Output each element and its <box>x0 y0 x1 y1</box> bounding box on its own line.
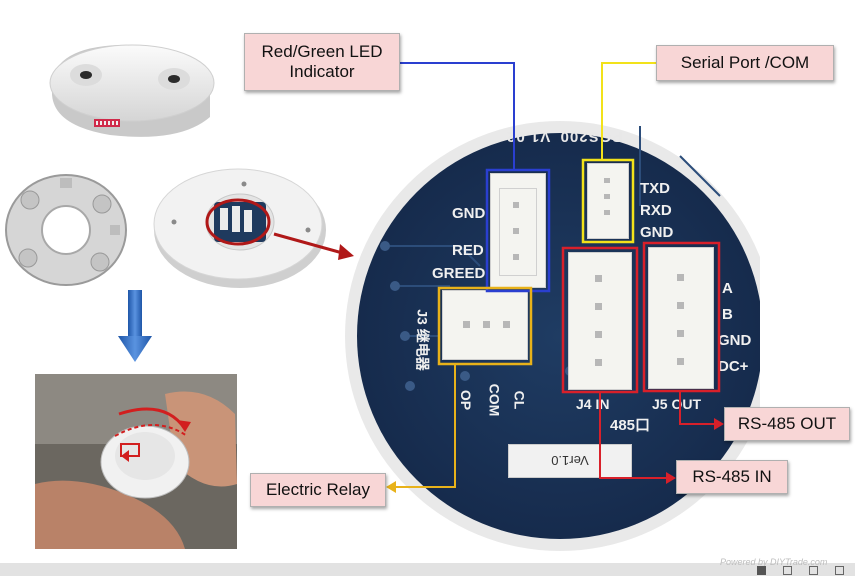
callout-rs485-in: RS-485 IN <box>676 460 788 494</box>
pcb-com-gnd: GND <box>640 224 674 241</box>
pcb-board <box>345 121 760 551</box>
relay-connector <box>442 290 528 360</box>
pcb-out-a: A <box>722 280 733 297</box>
bottom-bar <box>0 563 855 576</box>
pcb-out-label: J5 OUT <box>652 396 702 412</box>
callout-electric-relay: Electric Relay <box>250 473 386 507</box>
pcb-led-greed: GREED <box>432 265 486 282</box>
rs485-in-connector <box>568 252 632 390</box>
down-arrow-icon <box>118 290 152 362</box>
toolbar-icon[interactable] <box>757 566 766 575</box>
installation-photo <box>35 374 237 549</box>
pcb-in-label: J4 IN <box>576 396 610 412</box>
page-icon[interactable] <box>835 566 844 575</box>
callout-led-indicator: Red/Green LED Indicator <box>244 33 400 91</box>
pcb-com-txd: TXD <box>640 180 670 197</box>
pcb-485-port: 485口 <box>610 417 651 434</box>
page-icon[interactable] <box>783 566 792 575</box>
pcb-out-gnd: GND <box>718 332 752 349</box>
pcb-out-dc: DC+ <box>718 358 749 375</box>
pcb-out-b: B <box>722 306 733 323</box>
watermark: Powered by DIYTrade.com <box>720 557 828 567</box>
sensor-housing-image <box>49 44 215 137</box>
callout-serial-port: Serial Port /COM <box>656 45 834 81</box>
pcb-led-red: RED <box>452 242 484 259</box>
led-connector <box>490 173 546 288</box>
pointer-arrow-icon <box>273 232 354 260</box>
pcb-led-gnd: GND <box>452 205 486 222</box>
com-connector <box>587 163 629 239</box>
sensor-underside-image <box>153 168 326 288</box>
rs485-out-connector <box>648 247 714 389</box>
mounting-bracket-image <box>5 174 127 286</box>
callout-rs485-out: RS-485 OUT <box>724 407 850 441</box>
page-icon[interactable] <box>809 566 818 575</box>
pcb-com-rxd: RXD <box>640 202 672 219</box>
